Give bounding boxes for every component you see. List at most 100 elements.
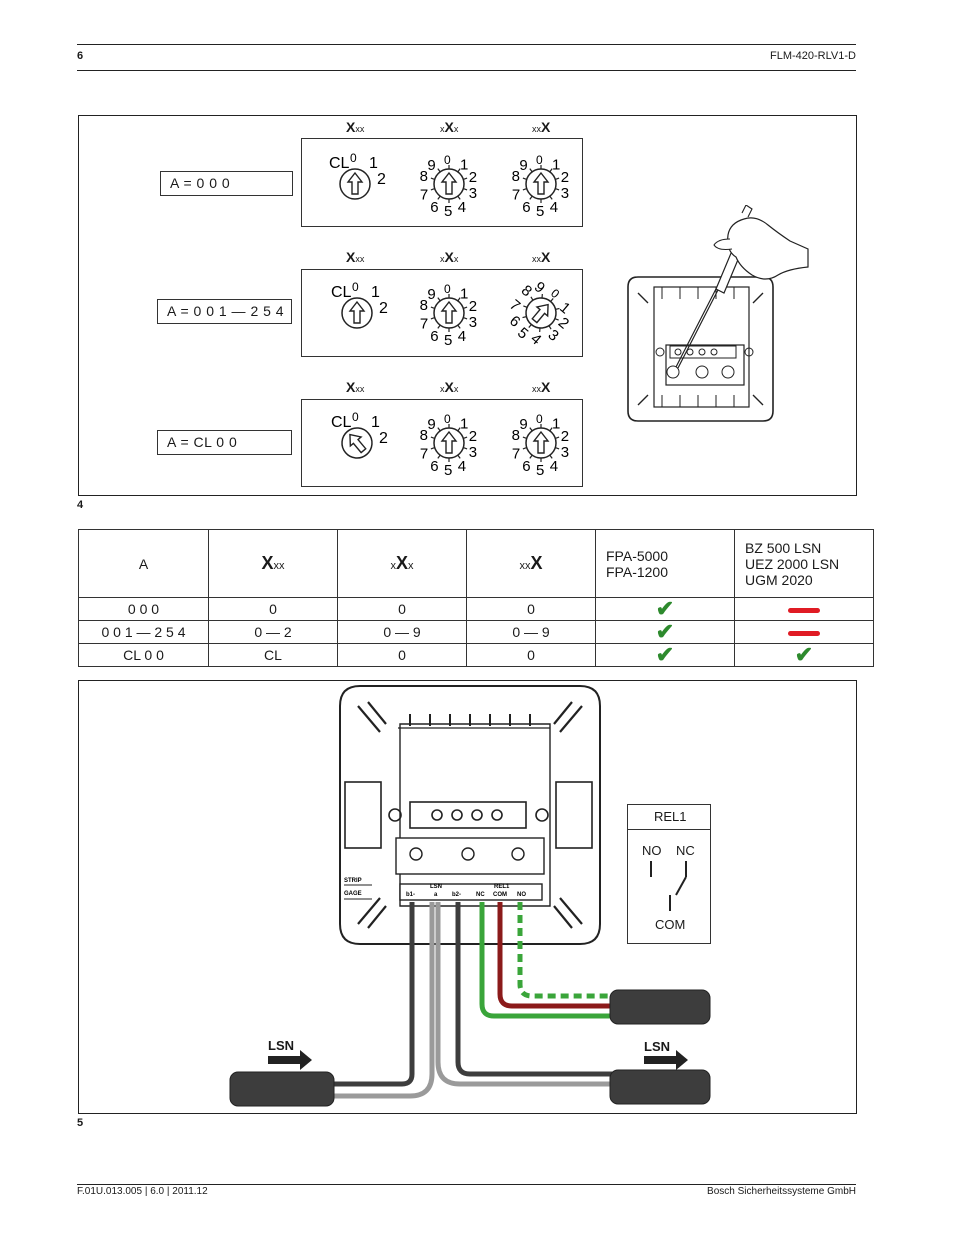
table-cell-fpa: ✔	[595, 596, 735, 621]
table-cell: 0 0 0	[78, 597, 209, 621]
dial-digit-2: 2	[561, 428, 569, 445]
dial-digit-6: 6	[522, 199, 530, 216]
document-title: FLM-420-RLV1-D	[770, 50, 856, 62]
dial-digit-3: 3	[469, 314, 477, 331]
address-label-cl00: A = CL 0 0	[157, 430, 292, 455]
dial-head-tens: xXx	[440, 119, 459, 135]
lsn-label-left: LSN	[268, 1038, 294, 1053]
dial-digit-9: 9	[427, 286, 435, 303]
terminal-group-lsn: LSN	[430, 884, 442, 890]
not-supported-bar-icon	[788, 607, 820, 613]
relay-contact-symbol	[650, 861, 687, 911]
table-head-tens: xXx	[337, 529, 467, 598]
dial-digit-8: 8	[420, 168, 428, 185]
terminal-label-nc: NC	[476, 892, 485, 898]
dial-digit-5: 5	[536, 462, 544, 479]
table-cell: 0 — 2	[208, 620, 338, 644]
dial-head-tens: xXx	[440, 379, 459, 395]
dial-digit-6: 6	[430, 199, 438, 216]
address-label-000: A = 0 0 0	[160, 171, 293, 196]
dial-label-0: 0	[350, 151, 357, 165]
dial-label-2: 2	[377, 171, 386, 188]
dial-digit-7: 7	[512, 187, 520, 204]
dial-digit-6: 6	[430, 458, 438, 475]
dial-digit-5: 5	[444, 462, 452, 479]
check-icon: ✔	[655, 596, 675, 621]
lsn-arrow-left-icon	[268, 1050, 312, 1070]
table-row: 0 0 1 — 2 5 4 0 — 2 0 — 9 0 — 9 ✔	[78, 620, 874, 644]
dial-label-2: 2	[379, 300, 388, 317]
dial-digit-8: 8	[512, 427, 520, 444]
table-cell: 0	[466, 597, 596, 621]
dial-label-0: 0	[352, 410, 359, 424]
footer-company: Bosch Sicherheitssysteme GmbH	[707, 1186, 856, 1197]
dial-digit-4: 4	[550, 458, 558, 475]
dial-label-cl: CL	[331, 414, 352, 431]
terminal-label-a: a	[434, 892, 438, 898]
table-cell: 0	[466, 643, 596, 667]
dial-digit-0: 0	[536, 153, 543, 167]
dial-digit-7: 7	[420, 446, 428, 463]
table-head-hundreds: Xxx	[208, 529, 338, 598]
dial-digit-4: 4	[527, 330, 544, 348]
dial-digit-9: 9	[427, 416, 435, 433]
dial-head-hundreds: Xxx	[346, 249, 365, 265]
table-head-a: A	[78, 529, 209, 598]
dial-digit-6: 6	[430, 328, 438, 345]
header-line-top	[77, 44, 856, 45]
dial-head-ones: xxX	[532, 379, 551, 395]
table-cell: CL	[208, 643, 338, 667]
table-cell: 0	[337, 597, 467, 621]
table-head-ones: xxX	[466, 529, 596, 598]
dial-digit-2: 2	[561, 169, 569, 186]
dial-digit-2: 2	[469, 298, 477, 315]
dial-label-1: 1	[371, 284, 380, 301]
dial-hundreds: CL 0 1 2	[329, 151, 386, 200]
dial-label-1: 1	[369, 155, 378, 172]
dial-digit-0: 0	[536, 412, 543, 426]
dial-digit-1: 1	[460, 286, 468, 303]
dial-digit-3: 3	[469, 444, 477, 461]
dial-digit-9: 9	[531, 278, 548, 296]
dial-digit-1: 1	[552, 157, 560, 174]
dial-digit-7: 7	[420, 316, 428, 333]
dial-label-2: 2	[379, 430, 388, 447]
dial-digit-9: 9	[519, 157, 527, 174]
dial-digit-1: 1	[460, 157, 468, 174]
dial-digit-3: 3	[561, 185, 569, 202]
relay-title: REL1	[628, 805, 710, 830]
table-cell-fpa: ✔	[595, 643, 735, 667]
dial-digit-0: 0	[444, 412, 451, 426]
dial-digit-8: 8	[420, 297, 428, 314]
table-cell: 0 — 9	[337, 620, 467, 644]
footer-line	[77, 1184, 856, 1185]
table-cell: 0	[208, 597, 338, 621]
table-cell-bz: ✔	[734, 642, 874, 667]
dial-head-ones: xxX	[532, 249, 551, 265]
dial-digit-5: 5	[444, 332, 452, 349]
dial-digit-0: 0	[444, 282, 451, 296]
dial-digit-7: 7	[506, 296, 523, 314]
check-icon: ✔	[794, 642, 814, 667]
dial-digit-4: 4	[458, 199, 466, 216]
dial-digit-2: 2	[469, 169, 477, 186]
dial-digit-5: 5	[444, 203, 452, 220]
dial-label-cl: CL	[331, 284, 352, 301]
page-number: 6	[77, 50, 84, 62]
dial-digit-7: 7	[420, 187, 428, 204]
dial-digit-1: 1	[556, 299, 573, 317]
lsn-label-right: LSN	[644, 1039, 670, 1054]
table-cell-bz	[734, 597, 874, 621]
dial-digit-1: 1	[552, 416, 560, 433]
dial-hundreds: CL 0 1 2	[331, 280, 388, 329]
relay-schematic: REL1 NO NC COM	[627, 804, 711, 944]
